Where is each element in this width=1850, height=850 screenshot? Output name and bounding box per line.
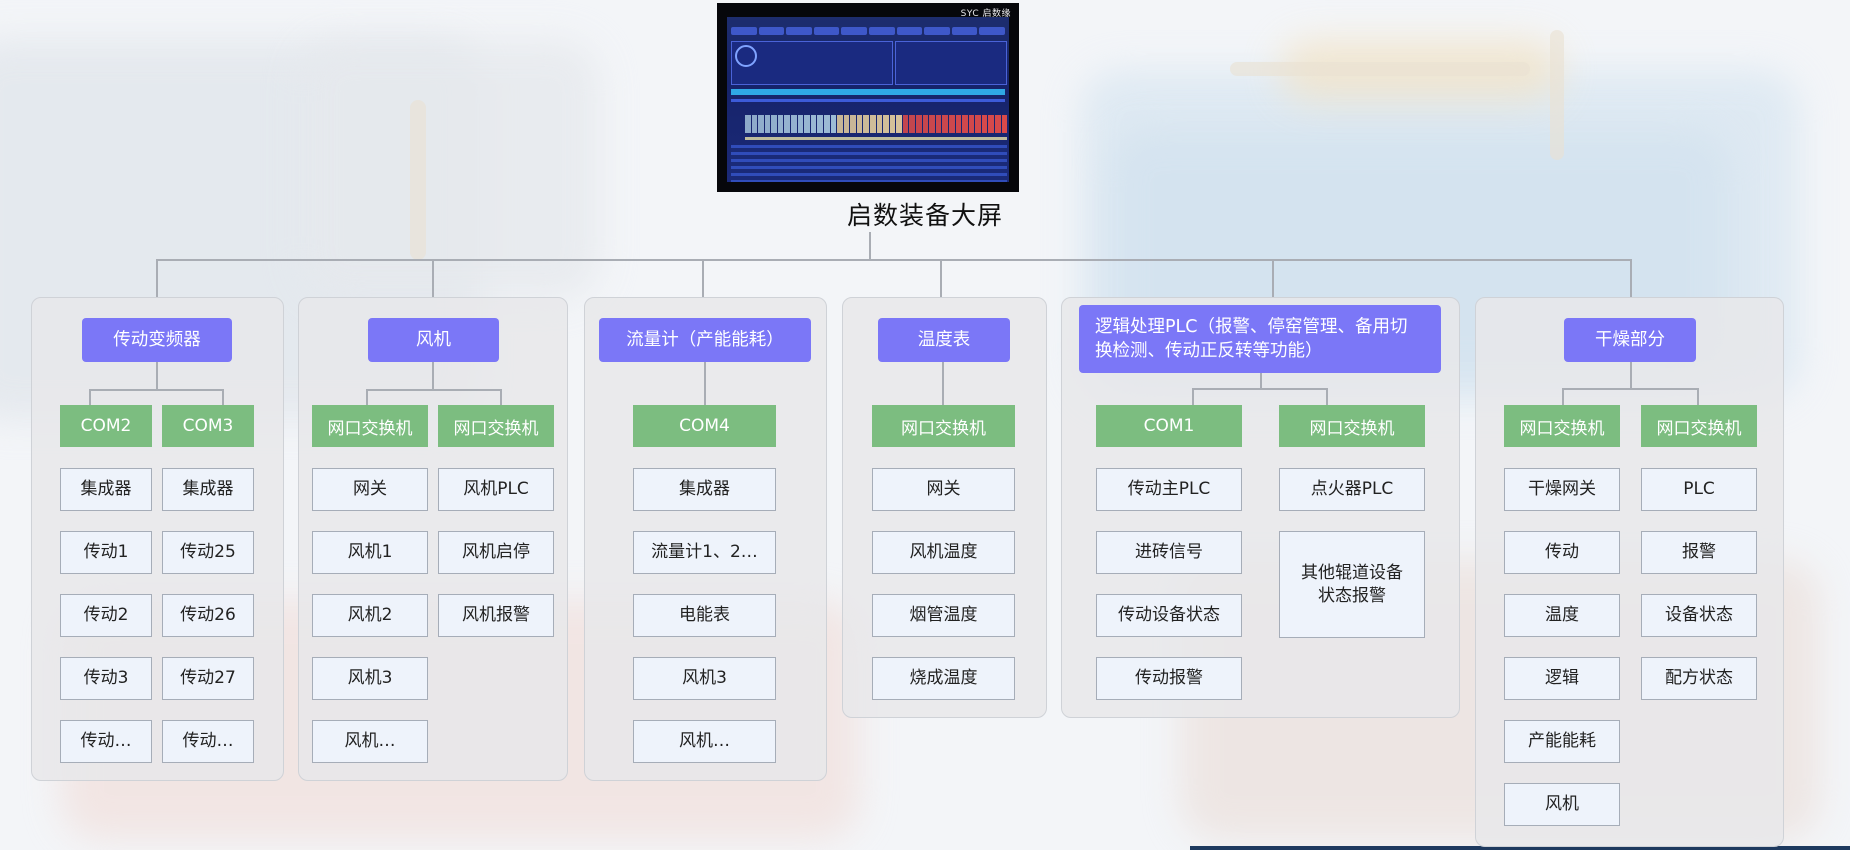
device-item: 进砖信号 (1096, 531, 1242, 574)
device-item: 传动3 (60, 657, 152, 700)
trunk-connector (869, 232, 871, 260)
device-item: 其他辊道设备状态报警 (1279, 531, 1425, 638)
device-item: 风机1 (312, 531, 428, 574)
device-item: 风机… (633, 720, 776, 763)
drop-connector (940, 259, 942, 297)
screen-brand-logo: SYC 启数缘 (960, 9, 1011, 19)
device-item: 集成器 (162, 468, 254, 511)
drop-connector (702, 259, 704, 297)
device-item: 集成器 (633, 468, 776, 511)
device-item: 产能能耗 (1504, 720, 1620, 763)
device-item: 传动27 (162, 657, 254, 700)
drop-connector (156, 259, 158, 297)
port-node: COM2 (60, 405, 152, 447)
port-node: 网口交换机 (1641, 405, 1757, 447)
device-item: 风机2 (312, 594, 428, 637)
group-header: 传动变频器 (82, 318, 232, 362)
connector (1192, 388, 1328, 390)
device-item: 风机… (312, 720, 428, 763)
connector (366, 389, 502, 391)
device-item: 干燥网关 (1504, 468, 1620, 511)
device-item: 风机3 (633, 657, 776, 700)
group-header: 干燥部分 (1564, 318, 1696, 362)
device-item: 传动… (162, 720, 254, 763)
device-item: 网关 (872, 468, 1015, 511)
connector (156, 362, 158, 390)
connector (222, 389, 224, 405)
device-item: 逻辑 (1504, 657, 1620, 700)
drop-connector (1630, 259, 1632, 297)
connector (1630, 362, 1632, 389)
connector (89, 389, 224, 391)
device-item: 烟管温度 (872, 594, 1015, 637)
connector (1326, 388, 1328, 405)
connector (1697, 388, 1699, 405)
device-item: 网关 (312, 468, 428, 511)
device-item: 风机温度 (872, 531, 1015, 574)
device-item: 配方状态 (1641, 657, 1757, 700)
device-item: 电能表 (633, 594, 776, 637)
group-header: 温度表 (878, 318, 1010, 362)
device-item: PLC (1641, 468, 1757, 511)
device-item: 风机3 (312, 657, 428, 700)
device-item: 风机PLC (438, 468, 554, 511)
group-header: 逻辑处理PLC（报警、停窑管理、备用切换检测、传动正反转等功能） (1079, 305, 1441, 373)
port-node: 网口交换机 (872, 405, 1015, 447)
drop-connector (1272, 259, 1274, 297)
device-item: 点火器PLC (1279, 468, 1425, 511)
connector (942, 362, 944, 405)
device-item: 风机报警 (438, 594, 554, 637)
device-item: 传动设备状态 (1096, 594, 1242, 637)
group-header: 风机 (368, 318, 499, 362)
device-item: 烧成温度 (872, 657, 1015, 700)
device-item: 集成器 (60, 468, 152, 511)
connector (1192, 388, 1194, 405)
device-item: 传动25 (162, 531, 254, 574)
connector (432, 362, 434, 390)
dashboard-screen-thumbnail: SYC 启数缘 (717, 3, 1019, 192)
device-item: 风机启停 (438, 531, 554, 574)
port-node: COM1 (1096, 405, 1242, 447)
port-node: 网口交换机 (1279, 405, 1425, 447)
device-item: 设备状态 (1641, 594, 1757, 637)
device-item: 传动… (60, 720, 152, 763)
connector (1562, 388, 1699, 390)
port-node: 网口交换机 (1504, 405, 1620, 447)
screen-title: 启数装备大屏 (846, 201, 1003, 230)
device-item: 传动报警 (1096, 657, 1242, 700)
port-node: COM4 (633, 405, 776, 447)
connector (1260, 373, 1262, 389)
port-node: 网口交换机 (312, 405, 428, 447)
device-item: 传动主PLC (1096, 468, 1242, 511)
connector (89, 389, 91, 405)
connector (366, 389, 368, 405)
connector (1562, 388, 1564, 405)
device-item: 传动2 (60, 594, 152, 637)
device-item: 流量计1、2… (633, 531, 776, 574)
group-header: 流量计（产能能耗） (599, 318, 811, 362)
port-node: COM3 (162, 405, 254, 447)
device-item: 传动 (1504, 531, 1620, 574)
drop-connector (432, 259, 434, 297)
device-item: 风机 (1504, 783, 1620, 826)
port-node: 网口交换机 (438, 405, 554, 447)
connector (500, 389, 502, 405)
connector (704, 362, 706, 405)
device-item: 传动1 (60, 531, 152, 574)
device-item: 传动26 (162, 594, 254, 637)
device-item: 报警 (1641, 531, 1757, 574)
device-item: 温度 (1504, 594, 1620, 637)
bus-connector (156, 259, 1632, 261)
